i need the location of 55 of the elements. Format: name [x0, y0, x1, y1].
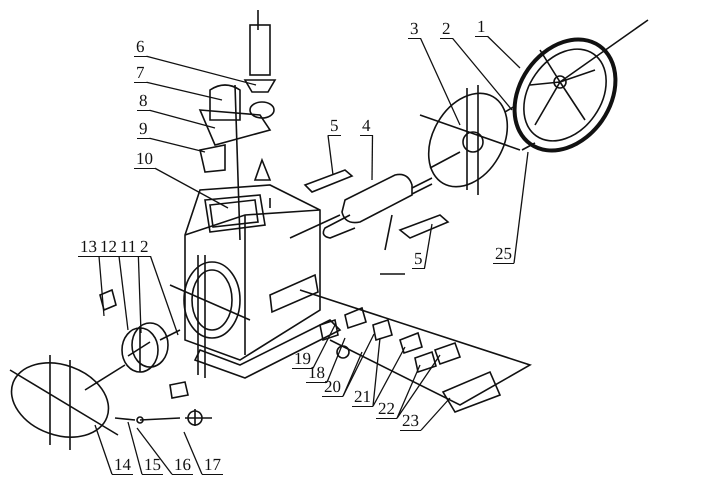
leader-line — [127, 422, 143, 474]
callout-number: 5 — [412, 250, 424, 269]
leader-line — [149, 138, 206, 153]
callout-number: 1 — [475, 18, 488, 37]
leader-line — [146, 56, 256, 86]
callout-number: 9 — [137, 120, 150, 139]
leader-line — [312, 324, 336, 369]
callout-number: 23 — [400, 412, 421, 431]
leader-line — [94, 424, 113, 474]
leader-line — [342, 352, 363, 396]
leader-line — [420, 398, 450, 431]
callout-number: 19 — [292, 350, 313, 369]
callout-number: 15 — [142, 456, 163, 475]
callout-number: 12 — [98, 238, 119, 257]
callout-number: 21 — [352, 388, 373, 407]
callout-number: 22 — [376, 400, 397, 419]
callout-number: 4 — [360, 117, 372, 136]
leader-line — [372, 338, 381, 406]
callout-number: 2 — [440, 20, 452, 39]
leader-line — [327, 135, 334, 176]
callout-number: 5 — [328, 117, 340, 136]
leader-line — [342, 334, 375, 397]
leader-line — [138, 256, 142, 334]
leader-line — [326, 338, 346, 382]
leader-line — [371, 135, 374, 180]
callout-number: 17 — [202, 456, 223, 475]
leader-line — [487, 36, 520, 68]
callout-number: 20 — [322, 378, 343, 397]
leader-line — [150, 256, 179, 336]
leader-line — [136, 428, 173, 475]
callout-number: 25 — [493, 245, 514, 264]
leader-line — [154, 168, 228, 209]
leader-line — [146, 82, 222, 101]
leader-line — [149, 110, 216, 129]
callout-number: 7 — [134, 64, 146, 83]
leader-line — [372, 346, 406, 407]
leader-line — [452, 38, 512, 110]
leader-line — [118, 256, 129, 330]
callout-number: 2 — [138, 238, 150, 257]
leader-line — [424, 224, 433, 268]
callout-number: 18 — [306, 364, 327, 383]
callout-number: 16 — [172, 456, 193, 475]
leader-line — [420, 38, 461, 126]
callout-number: 14 — [112, 456, 133, 475]
leader-line — [98, 256, 105, 316]
callout-number: 6 — [134, 38, 146, 57]
leader-line — [183, 432, 203, 474]
callout-number: 8 — [137, 92, 150, 111]
callout-number: 11 — [118, 238, 138, 257]
leader-line — [513, 152, 529, 264]
callout-number: 13 — [78, 238, 99, 257]
leader-line — [396, 364, 421, 418]
callout-number: 10 — [134, 150, 155, 169]
callout-number: 3 — [408, 20, 420, 39]
leader-line — [396, 354, 441, 419]
